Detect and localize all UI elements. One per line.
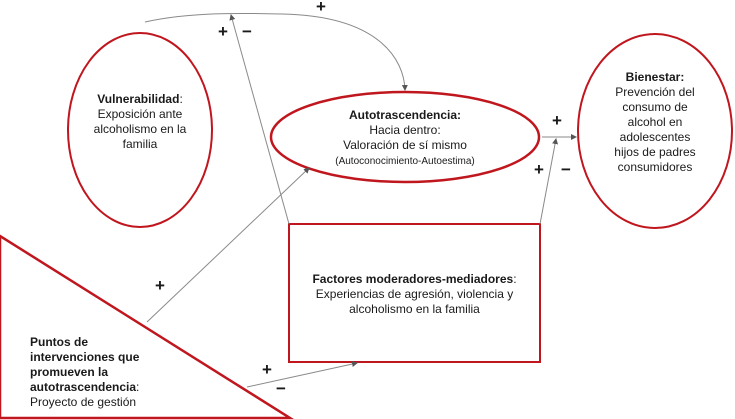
factores-text: Factores moderadores-mediadores: Experie…: [292, 272, 537, 317]
text-line: hijos de padres: [614, 145, 696, 159]
vulnerabilidad-title: Vulnerabilidad: [97, 92, 180, 106]
arrow-puntos-to-factores: [246, 361, 358, 388]
arrow-factores-to-bienestar-link: [539, 138, 559, 225]
text-line: Puntos de: [30, 335, 89, 349]
autotrascendencia-ellipse: [269, 90, 541, 184]
text-line: Hacia dentro:: [369, 123, 441, 137]
colon: :: [136, 380, 140, 394]
colon: :: [179, 92, 183, 106]
text-line: alcohol en: [627, 115, 683, 129]
text-line: alcoholismo en la: [93, 122, 187, 136]
text-line: Exposición ante: [97, 107, 183, 121]
vulnerabilidad-ellipse: [67, 32, 213, 228]
factores-title: Factores moderadores-mediadores: [312, 272, 514, 286]
text-line: autotrascendencia: [30, 380, 137, 394]
arrow-factores-to-vulnerabilidad-link: [229, 14, 290, 225]
text-line: consumidores: [617, 160, 693, 174]
sign-minus: −: [561, 160, 571, 179]
arrow-vulnerabilidad-to-autotrascendencia: [144, 12, 408, 91]
text-line: familia: [122, 137, 158, 151]
sign-plus: +: [316, 0, 326, 16]
text-line: alcoholismo en la familia: [349, 302, 480, 316]
vulnerabilidad-text: Vulnerabilidad: Exposición ante alcoholi…: [80, 92, 200, 152]
text-line: Experiencias de agresión, violencia y: [315, 287, 514, 301]
text-line: Prevención del: [615, 85, 695, 99]
sign-minus: −: [242, 22, 252, 41]
colon: :: [513, 272, 517, 286]
text-line: intervenciones que: [30, 350, 140, 364]
arrow-puntos-to-autotrascendencia: [146, 167, 310, 323]
bienestar-ellipse: [577, 33, 733, 229]
text-line: (Autoconocimiento-Autoestima): [335, 156, 475, 167]
sign-plus: +: [552, 111, 562, 130]
puntos-triangle: [0, 234, 294, 419]
sign-minus: −: [276, 379, 286, 398]
text-line: promueven la: [30, 365, 109, 379]
text-line: adolescentes: [619, 130, 691, 144]
sign-plus: +: [262, 360, 272, 379]
text-line: Valoración de sí mismo: [343, 138, 467, 152]
sign-plus: +: [534, 160, 544, 179]
puntos-text: Puntos de intervenciones que promueven l…: [30, 335, 170, 410]
autotrascendencia-text: Autotrascendencia: Hacia dentro: Valorac…: [300, 108, 510, 169]
sign-plus: +: [218, 22, 228, 41]
factores-box: [288, 223, 541, 363]
bienestar-text: Bienestar: Prevención del consumo de alc…: [600, 70, 710, 175]
text-line: consumo de: [622, 100, 688, 114]
bienestar-title: Bienestar:: [625, 70, 685, 84]
text-line: Proyecto de gestión: [30, 395, 137, 409]
autotrascendencia-title: Autotrascendencia:: [348, 108, 462, 122]
sign-plus: +: [155, 276, 165, 295]
